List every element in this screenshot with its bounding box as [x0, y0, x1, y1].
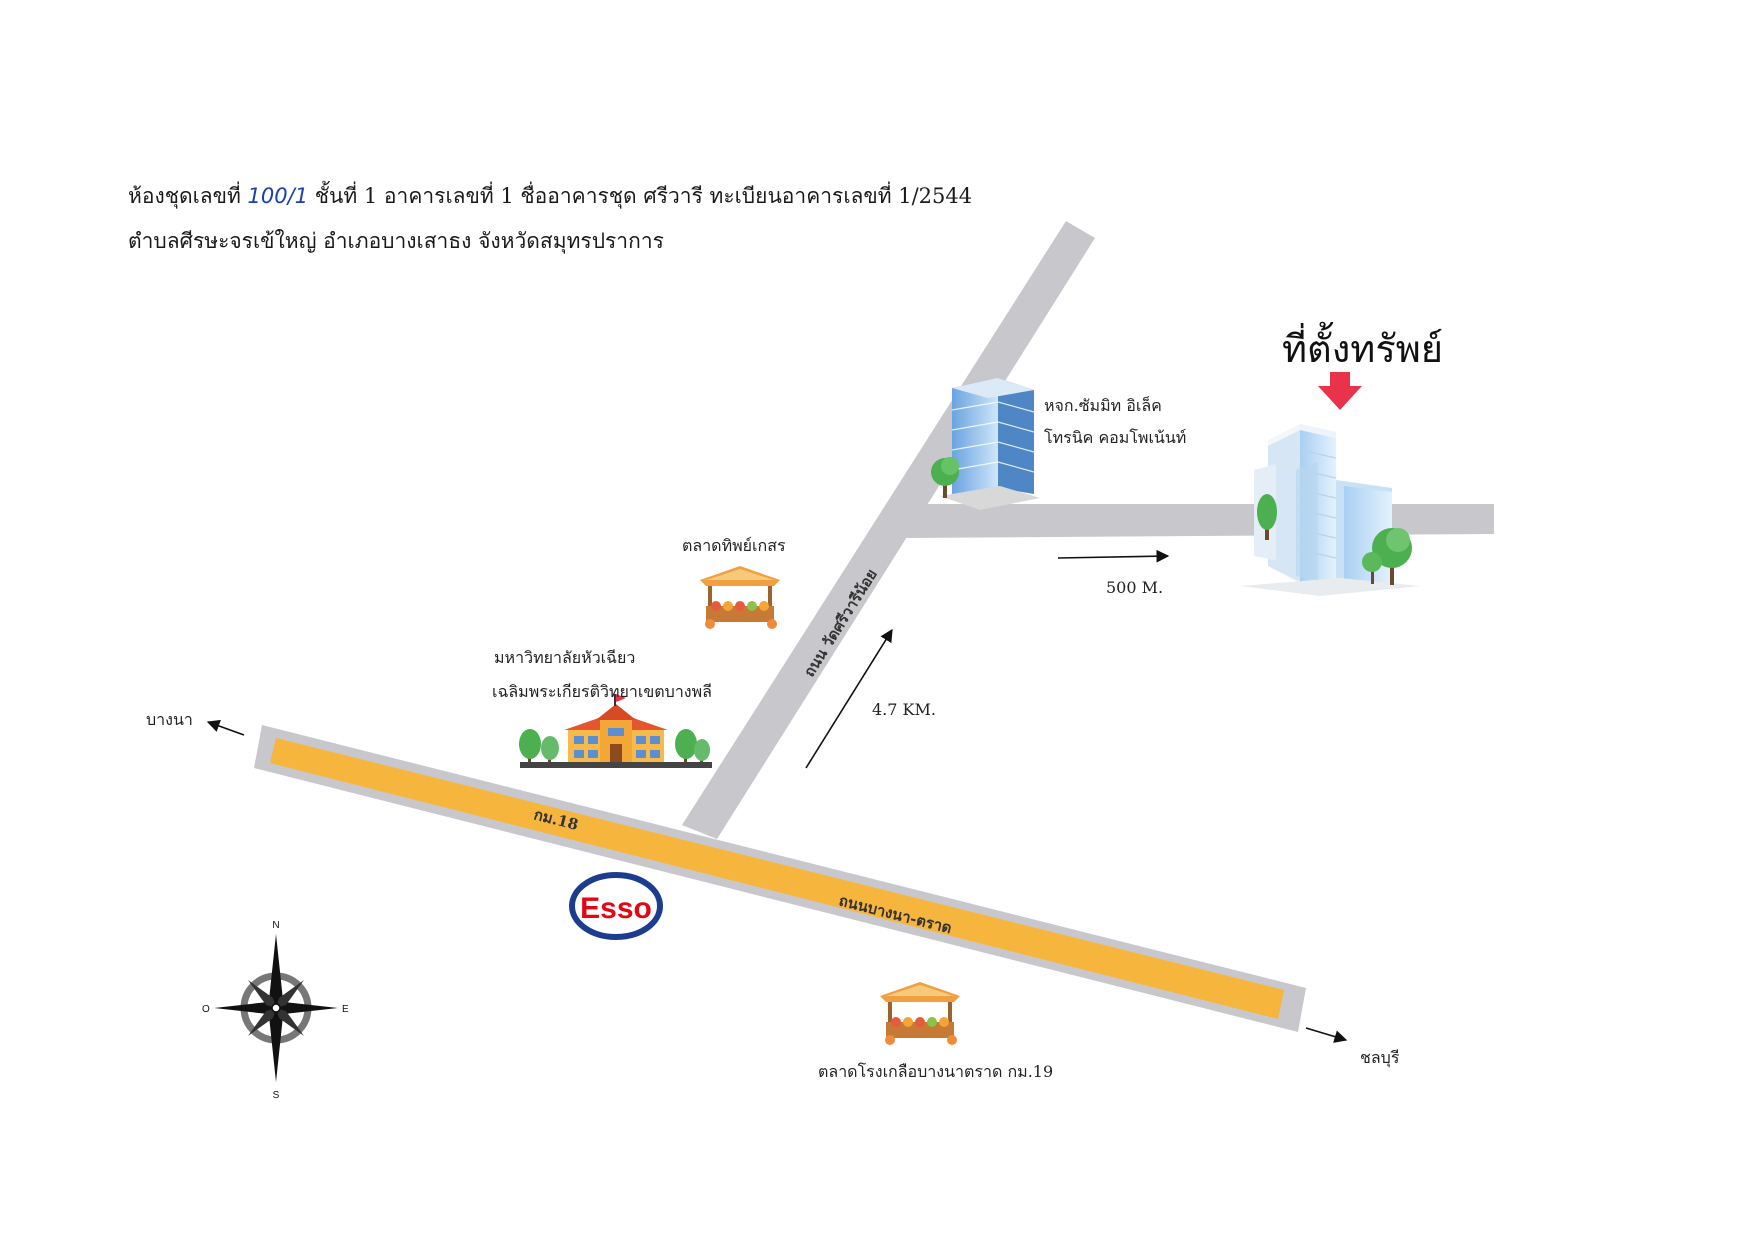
compass-east: E — [342, 1004, 349, 1015]
header-line-1: ห้องชุดเลขที่ 100/1 ชั้นที่ 1 อาคารเลขที… — [128, 180, 972, 213]
diagonal-distance-arrow — [805, 628, 893, 769]
market-top-label: ตลาดทิพย์เกสร — [682, 536, 786, 555]
university-label-line-2: เฉลิมพระเกียรติวิทยาเขตบางพลี — [492, 682, 712, 701]
header-building-info: ชั้นที่ 1 อาคารเลขที่ 1 ชื่ออาคารชุด ศรี… — [314, 184, 973, 208]
property-building-icon — [1240, 424, 1420, 596]
side-road-distance-arrow — [1057, 549, 1170, 563]
west-arrow — [206, 719, 245, 736]
east-arrow — [1305, 1027, 1348, 1043]
company-label-line-1: หจก.ซัมมิท อิเล็ค — [1044, 396, 1162, 415]
compass-north: N — [272, 920, 279, 931]
property-location-title: ที่ตั้งทรัพย์ — [1282, 327, 1444, 371]
diagonal-road — [682, 221, 1095, 839]
esso-logo-icon: Esso — [569, 872, 663, 940]
company-building-icon — [931, 378, 1040, 510]
compass-rose-icon: N S E O — [202, 920, 349, 1101]
university-label-line-1: มหาวิทยาลัยหัวเฉียว — [494, 648, 636, 667]
main-road-fill — [270, 738, 1284, 1019]
market-stall-top-icon — [700, 566, 780, 629]
header-line-2: ตำบลศีรษะจรเข้ใหญ่ อำเภอบางเสาธง จังหวัด… — [128, 229, 664, 253]
direction-west-label: บางนา — [146, 710, 193, 729]
property-marker-arrow — [1318, 372, 1362, 410]
direction-east-label: ชลบุรี — [1360, 1048, 1400, 1067]
market-bottom-label: ตลาดโรงเกลือบางนาตราด กม.19 — [818, 1062, 1054, 1081]
compass-south: S — [273, 1090, 280, 1101]
company-label-line-2: โทรนิค คอมโพเน้นท์ — [1044, 428, 1187, 447]
side-road-distance: 500 M. — [1106, 578, 1164, 597]
market-stall-bottom-icon — [880, 982, 960, 1045]
diagonal-distance: 4.7 KM. — [872, 700, 936, 719]
esso-logo-text: Esso — [580, 892, 652, 925]
compass-west: O — [202, 1004, 210, 1015]
header-unit-number: 100/1 — [247, 184, 309, 208]
university-building-icon — [519, 694, 712, 768]
header-unit-prefix: ห้องชุดเลขที่ — [128, 184, 241, 208]
